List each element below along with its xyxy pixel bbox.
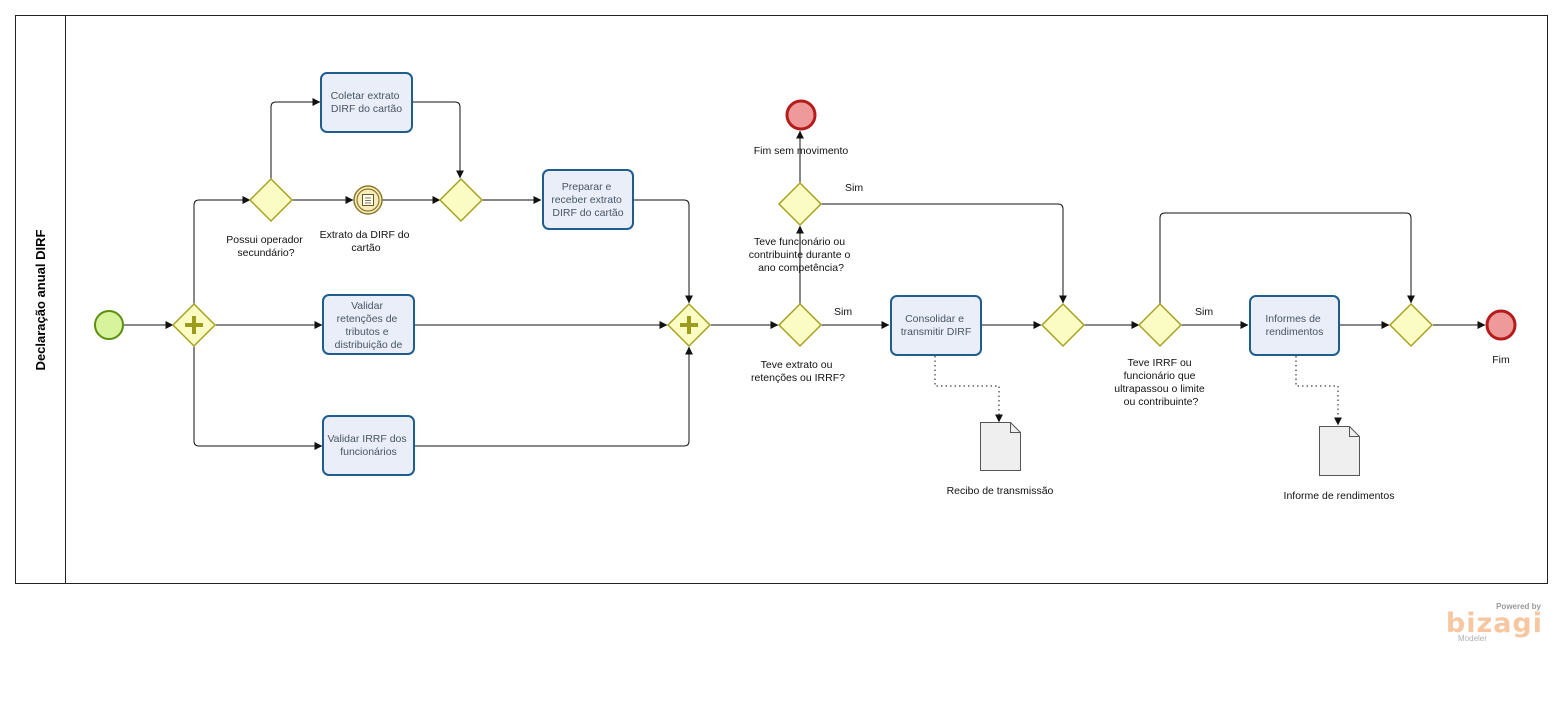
gateway-teve-extrato[interactable] [777,302,823,348]
flow-fork-to-validar-irrf[interactable] [193,346,323,450]
intermediate-event-label: Extrato da DIRF do cartão [320,229,413,254]
logo-name-text: bizagi [1446,608,1543,639]
start-event[interactable] [94,310,124,340]
gateway-possui-operador[interactable] [248,177,294,223]
intermediate-event-extrato[interactable] [353,185,383,215]
data-object-recibo[interactable] [980,422,1021,471]
parallel-gateway-fork[interactable] [171,302,217,348]
task-coletar-extrato[interactable]: Coletar extrato DIRF do cartão [320,72,413,133]
svg-text:Consolidar e transmitir: Consolidar e transmitir DIRF [901,313,972,338]
gateway-teve-funcionario[interactable] [777,181,823,227]
svg-text:Informes de rendimentos: Informes de rendimentos [1265,313,1323,338]
end-event-fim[interactable] [1485,309,1517,341]
end-event-sem-movimento-label: Fim sem movimento [754,145,849,157]
flow-label-sim: Sim [834,306,852,318]
data-object-informe[interactable] [1319,426,1360,476]
flow-label-sim: Sim [1195,306,1213,318]
gateway-teve-irrf[interactable] [1137,302,1183,348]
flow-fork-to-possui[interactable] [193,196,251,304]
assoc-consolidar-recibo [934,356,1003,423]
task-consolidar-transmitir[interactable]: Consolidar e transmitir DIRF [890,295,982,356]
gateway-merge-extrato[interactable] [438,177,484,223]
gateway-teve-extrato-label: Teve extrato ou retenções ou IRRF? [751,359,845,384]
end-event-sem-movimento[interactable] [785,99,817,131]
gateway-possui-operador-label: Possui operador secundário? [226,234,305,259]
data-object-recibo-label: Recibo de transmissão [947,485,1054,497]
end-event-fim-label: Fim [1492,354,1510,366]
plus-icon [680,316,698,334]
gateway-teve-funcionario-label: Teve funcionário ou contribuinte durante… [749,236,854,274]
gateway-teve-irrf-label: Teve IRRF ou funcionário que ultrapassou… [1114,357,1207,408]
svg-text:Validar IRRF dos funcion: Validar IRRF dos funcionários [327,433,409,458]
logo-powered-text: Powered by [1496,602,1541,611]
flow-teve-irrf-nao[interactable] [1159,212,1415,304]
flow-validar-irrf-to-join[interactable] [415,346,693,447]
flow-teve-funcionario-sim[interactable] [821,203,1067,304]
gateway-merge-final[interactable] [1388,302,1434,348]
pool-title: Declaração anual DIRF [33,230,48,371]
plus-icon [185,316,203,334]
task-informes-rendimentos[interactable]: Informes de rendimentos [1249,295,1340,356]
flow-label-sim: Sim [845,182,863,194]
data-object-informe-label: Informe de rendimentos [1284,490,1395,502]
sequence-flows [124,98,1486,450]
svg-text:Preparar e receber extra: Preparar e receber extrato DIRF do cartã… [551,181,625,219]
gateway-merge-consolidar[interactable] [1040,302,1086,348]
svg-text:Coletar extrato DIRF do: Coletar extrato DIRF do cartão [331,90,403,115]
flow-preparar-to-join[interactable] [634,199,693,304]
flow-coletar-to-merge[interactable] [413,101,464,179]
svg-text:Validar retenções de: Validar retenções de tributos e distribu… [335,300,403,351]
flow-possui-to-coletar[interactable] [270,98,321,179]
bizagi-logo: Powered by bizagi Modeler [1446,602,1543,643]
task-preparar-receber[interactable]: Preparar e receber extrato DIRF do cartã… [542,169,634,230]
parallel-gateway-join[interactable] [666,302,712,348]
assoc-informes-informe [1295,356,1342,426]
task-validar-retencoes[interactable]: Validar retenções de tributos e distribu… [322,294,415,355]
task-validar-irrf[interactable]: Validar IRRF dos funcionários [322,415,415,476]
document-icon [362,194,374,206]
logo-sub-text: Modeler [1458,634,1487,643]
